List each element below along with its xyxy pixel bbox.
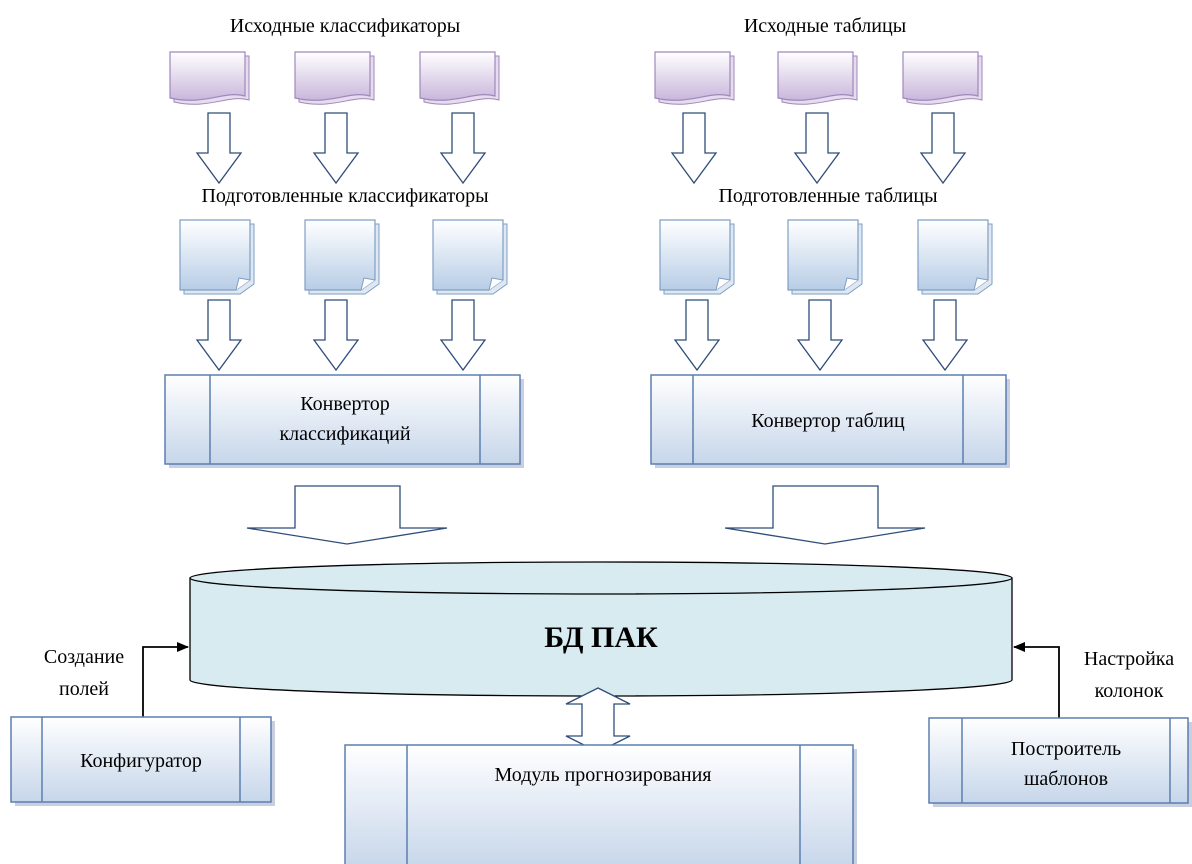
source-document-icon (169, 51, 250, 105)
forecasting-module-label: Модуль прогнозирования (495, 764, 712, 786)
block-arrow-icon (921, 299, 969, 372)
database-cylinder-icon: БД ПАК (189, 561, 1013, 697)
classification-converter-process: Конвертор классификаций (164, 374, 524, 468)
block-arrow-icon (919, 112, 967, 185)
prepared-document-icon (787, 219, 863, 295)
block-arrow-icon (312, 112, 360, 185)
block-arrow-icon (670, 112, 718, 185)
prepared-document-icon (917, 219, 993, 295)
classification-converter-label-line1: Конвертор (300, 393, 389, 415)
configurator-process: Конфигуратор (10, 716, 275, 806)
template-builder-label-line2: шаблонов (1024, 768, 1108, 790)
source-document-icon (902, 51, 983, 105)
configurator-label: Конфигуратор (80, 750, 202, 772)
prepared-document-icon (659, 219, 735, 295)
source-tables-label: Исходные таблицы (744, 15, 906, 37)
source-document-icon (777, 51, 858, 105)
prepared-tables-label: Подготовленные таблицы (718, 185, 937, 207)
database-label: БД ПАК (544, 621, 658, 654)
block-arrow-icon (793, 112, 841, 185)
block-arrow-icon (246, 485, 448, 545)
source-classifiers-label: Исходные классификаторы (230, 15, 460, 37)
column-setup-label-line2: колонок (1095, 680, 1164, 702)
source-document-icon (654, 51, 735, 105)
block-arrow-icon (673, 299, 721, 372)
create-fields-connector (142, 642, 189, 717)
source-document-icon (294, 51, 375, 105)
block-arrow-icon (195, 112, 243, 185)
create-fields-label-line2: полей (59, 678, 109, 700)
table-converter-process: Конвертор таблиц (650, 374, 1010, 468)
block-arrow-icon (195, 299, 243, 372)
template-builder-process: Построитель шаблонов (928, 717, 1192, 807)
block-arrow-icon (724, 485, 926, 545)
template-builder-label-line1: Построитель (1011, 738, 1121, 760)
prepared-document-icon (179, 219, 255, 295)
block-arrow-icon (439, 112, 487, 185)
prepared-document-icon (432, 219, 508, 295)
table-converter-label: Конвертор таблиц (751, 410, 905, 432)
prepared-document-icon (304, 219, 380, 295)
bidirectional-block-arrow-icon (565, 687, 631, 753)
create-fields-label-line1: Создание (44, 646, 124, 668)
forecasting-module-process: Модуль прогнозирования (344, 744, 857, 864)
column-setup-connector (1013, 642, 1060, 718)
block-arrow-icon (796, 299, 844, 372)
column-setup-label-line1: Настройка (1084, 648, 1174, 670)
source-document-icon (419, 51, 500, 105)
prepared-classifiers-label: Подготовленные классификаторы (201, 185, 488, 207)
block-arrow-icon (439, 299, 487, 372)
block-arrow-icon (312, 299, 360, 372)
classification-converter-label-line2: классификаций (279, 423, 410, 445)
